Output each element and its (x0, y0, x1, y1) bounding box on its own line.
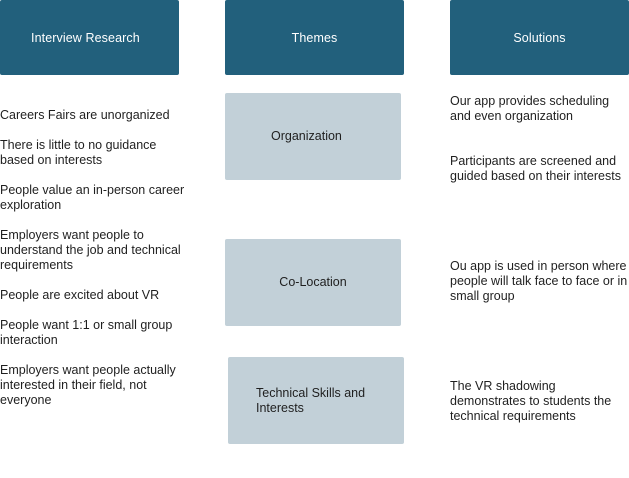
theme-organization-label: Organization (271, 129, 342, 143)
research-note-3: People value an in-person career explora… (0, 183, 185, 212)
header-interview-research-label: Interview Research (31, 30, 140, 45)
solution-note-4: The VR shadowing demonstrates to student… (450, 379, 612, 423)
research-note-6: People want 1:1 or small group interacti… (0, 318, 173, 347)
theme-organization: Organization (225, 93, 401, 180)
research-note-4: Employers want people to understand the … (0, 228, 181, 272)
research-note-5: People are excited about VR (0, 288, 160, 302)
header-solutions: Solutions (450, 0, 629, 75)
header-solutions-label: Solutions (513, 30, 566, 45)
research-note-1: Careers Fairs are unorganized (0, 108, 170, 122)
solution-note-2: Participants are screened and guided bas… (450, 154, 621, 183)
theme-technical-skills: Technical Skills and Interests (228, 357, 404, 444)
header-themes-label: Themes (291, 30, 338, 45)
research-note-7: Employers want people actually intereste… (0, 363, 176, 407)
header-themes: Themes (225, 0, 404, 75)
solution-note-1: Our app provides scheduling and even org… (450, 94, 610, 123)
header-interview-research: Interview Research (0, 0, 179, 75)
theme-co-location-label: Co-Location (279, 275, 347, 289)
research-note-2: There is little to no guidance based on … (0, 138, 157, 167)
solution-note-3: Ou app is used in person where people wi… (450, 259, 628, 303)
theme-co-location: Co-Location (225, 239, 401, 326)
theme-technical-skills-label: Technical Skills and Interests (256, 385, 366, 415)
